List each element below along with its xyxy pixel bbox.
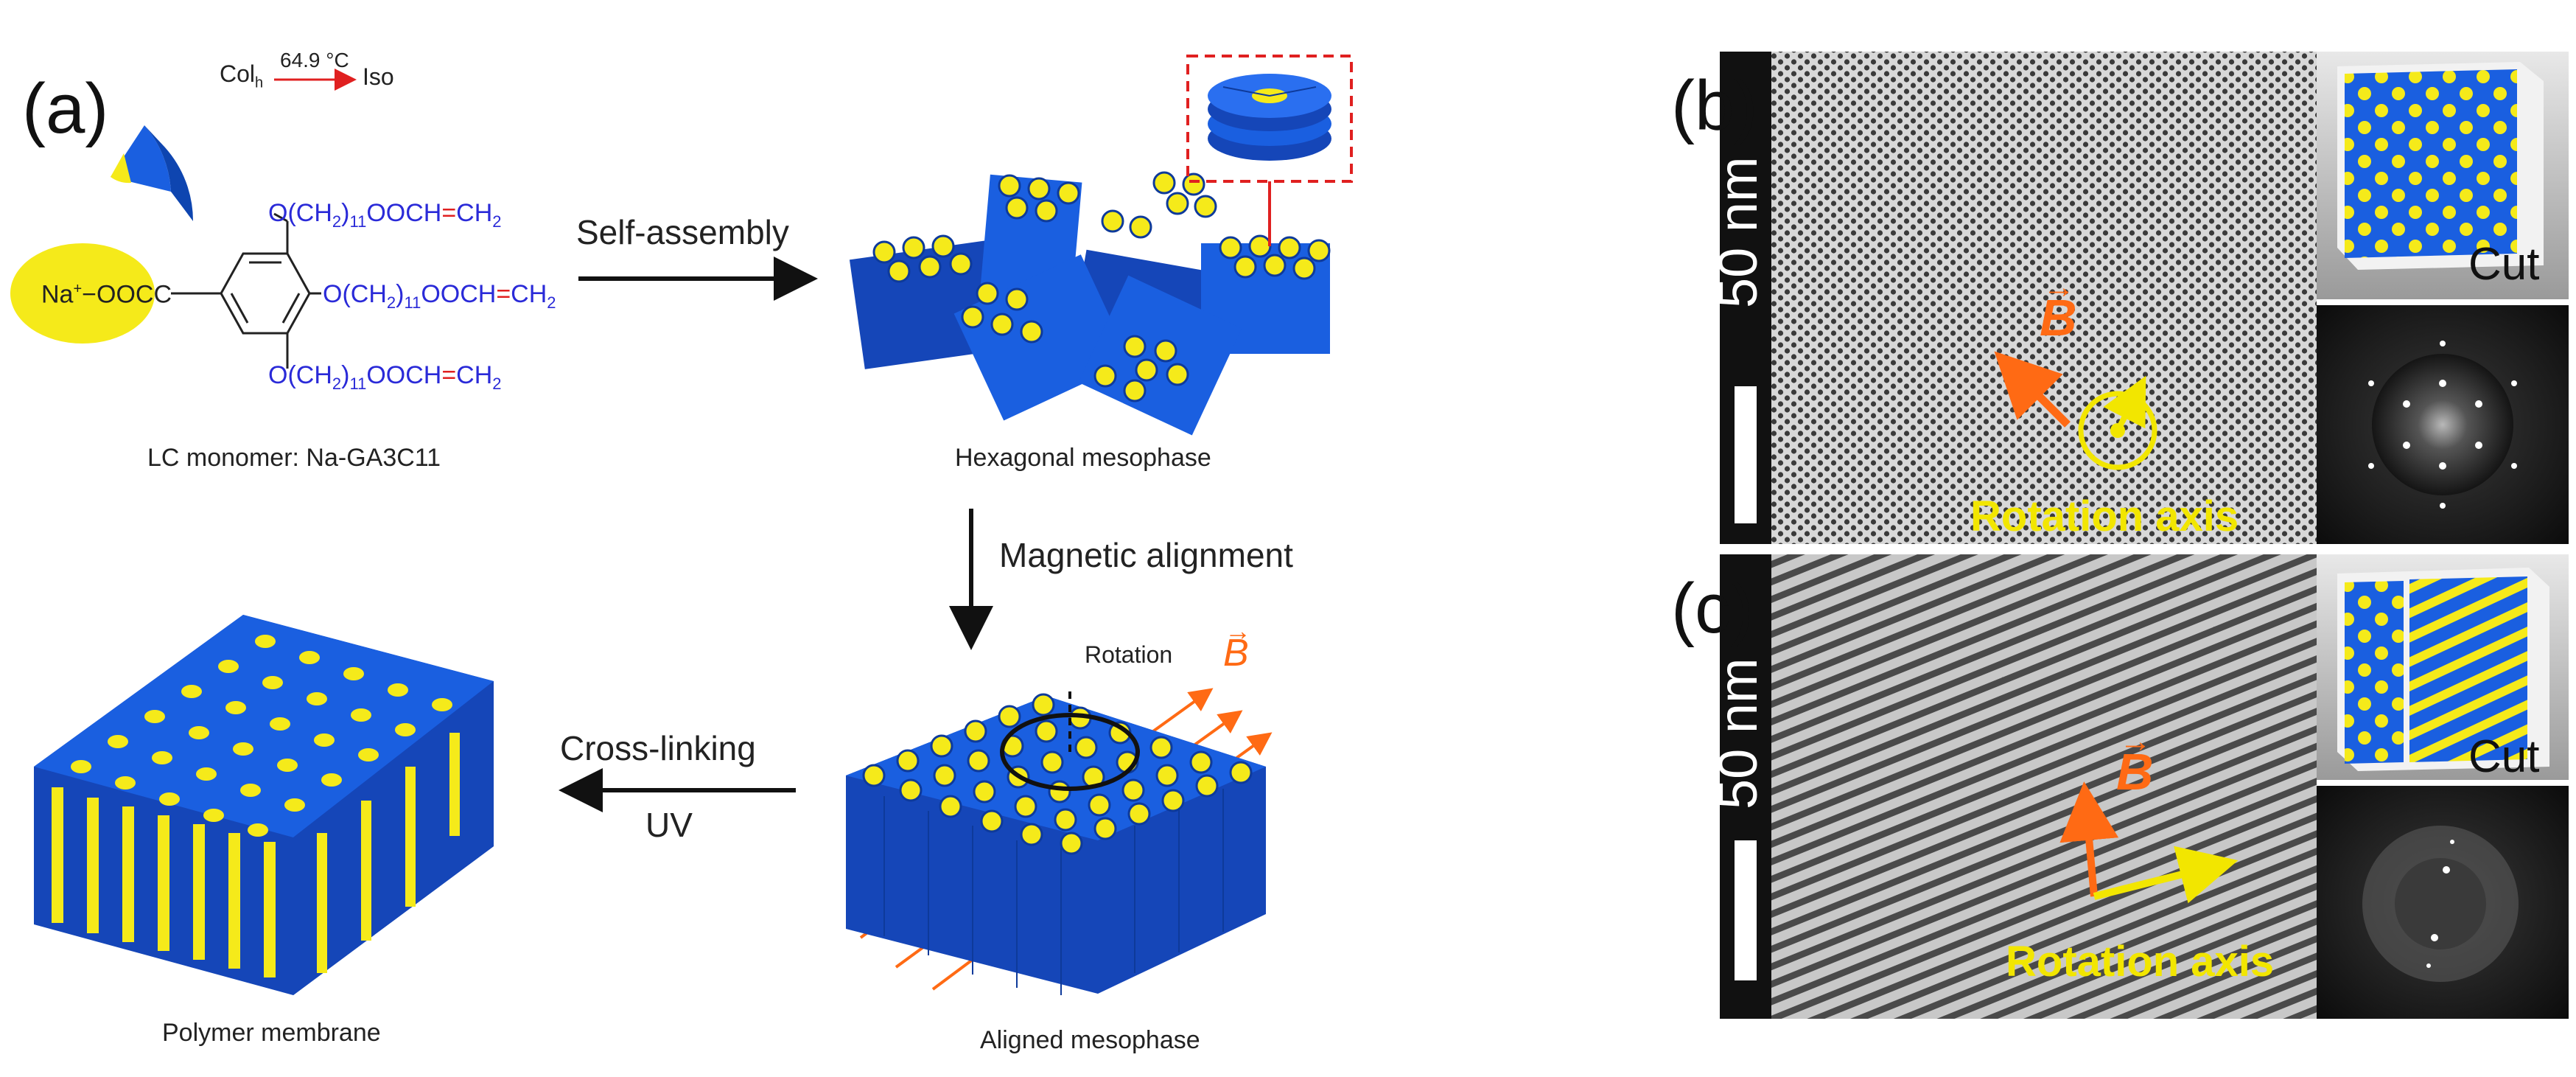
polymer-membrane-illustration — [34, 615, 494, 995]
panel-label-c: (c) — [1671, 569, 1754, 648]
tem-image-c — [1771, 554, 2317, 1019]
rotation-axis-point-b — [2110, 423, 2125, 438]
panel-label-b: (b) — [1671, 66, 1758, 145]
tem-image-b — [1771, 52, 2317, 544]
cut-label-b: Cut — [2468, 239, 2540, 290]
rotation-axis-arrow-b — [2103, 375, 2146, 432]
uv-label: UV — [645, 806, 693, 844]
panel-label-a: (a) — [22, 69, 109, 148]
magnetic-field-symbol-c: →B — [2116, 723, 2154, 801]
field-arrow-c — [2059, 781, 2119, 897]
membrane-pore-openings — [71, 635, 452, 837]
rotation-axis-label-b: Rotation axis — [1970, 492, 2239, 540]
phase-transition-left: Colh — [220, 60, 264, 91]
fft-b-spots — [2368, 341, 2517, 509]
scale-bar-c — [1735, 840, 1757, 980]
alkyl-chain-bottom: O(CH2)11OOCH=CH2 — [268, 361, 502, 393]
polymer-membrane-caption: Polymer membrane — [162, 1019, 381, 1047]
alkyl-chain-middle: O(CH2)11OOCH=CH2 — [323, 280, 556, 312]
aligned-mesophase-illustration — [846, 688, 1273, 995]
cube-c-end-face — [2345, 581, 2404, 764]
cube-b-cross-section — [2345, 69, 2517, 258]
hexagonal-mesophase-caption: Hexagonal mesophase — [955, 444, 1211, 472]
inset-zoom-box — [1186, 55, 1353, 183]
alkyl-chain-top: O(CH2)11OOCH=CH2 — [268, 199, 502, 231]
phase-transition-right: Iso — [363, 63, 394, 90]
cross-linking-label: Cross-linking — [560, 729, 756, 767]
self-assembly-label: Self-assembly — [576, 213, 789, 251]
stacked-disc-icon — [1208, 74, 1331, 161]
cube-c-cross-section — [2409, 576, 2527, 762]
rotation-axis-label-c: Rotation axis — [2006, 938, 2275, 986]
field-arrow-b — [1994, 351, 2071, 428]
scale-bar-b — [1735, 386, 1757, 523]
aligned-mesophase-caption: Aligned mesophase — [980, 1026, 1200, 1054]
rotation-circle — [1000, 713, 1140, 791]
scale-bar-label-b: 50 nm — [1707, 156, 1768, 308]
magnetic-alignment-label: Magnetic alignment — [999, 536, 1293, 574]
magnetic-field-symbol-b: →B — [2040, 269, 2077, 346]
sodium-carboxylate-label: Na+−OOCC — [41, 280, 172, 309]
wedge-molecule-icon — [111, 125, 194, 221]
hexagonal-mesophase-illustration — [849, 171, 1331, 436]
cut-label-c: Cut — [2468, 731, 2540, 782]
aligned-cylinder-cores — [862, 693, 1253, 855]
carboxylate-highlight — [10, 243, 155, 344]
fft-c-spots — [2426, 840, 2454, 968]
phase-transition-temperature: 64.9 °C — [280, 49, 349, 72]
magnetic-field-symbol-a: →B — [1223, 616, 1251, 675]
rotation-axis-arrow-c — [2093, 846, 2239, 904]
benzene-ring — [171, 212, 321, 369]
scale-bar-label-c: 50 nm — [1707, 658, 1768, 809]
rotation-label: Rotation — [1085, 641, 1173, 668]
monomer-caption: LC monomer: Na-GA3C11 — [147, 444, 441, 472]
